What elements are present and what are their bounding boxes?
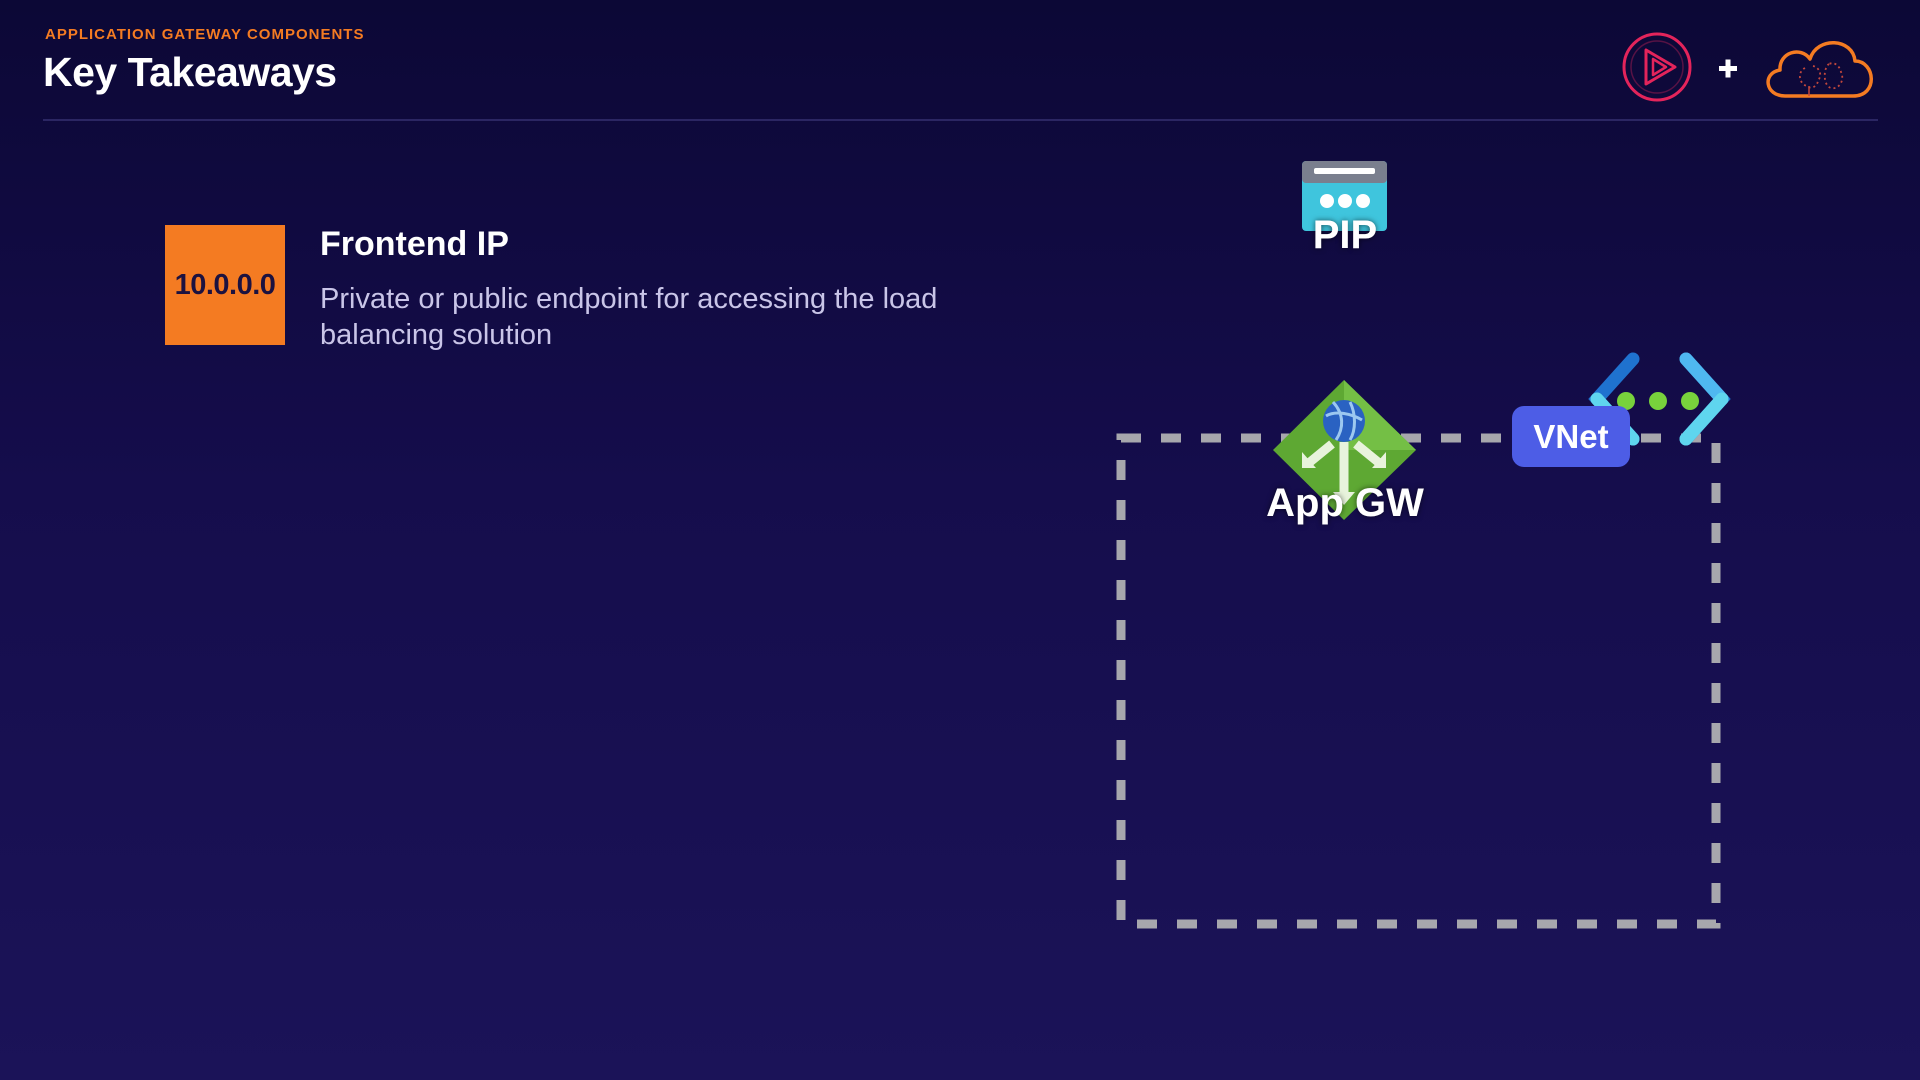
pip-label: PIP [1312, 213, 1378, 257]
public-ip-icon [1302, 161, 1387, 231]
header-divider [43, 119, 1878, 121]
vnet-boundary [1116, 433, 1721, 929]
frontend-ip-badge: 10.0.0.0 [165, 225, 285, 345]
eyebrow-label: APPLICATION GATEWAY COMPONENTS [45, 26, 365, 43]
plus-icon [1719, 59, 1737, 78]
page-title: Key Takeaways [43, 49, 337, 95]
application-gateway-icon [1273, 380, 1416, 520]
cloud-brain-icon [1766, 41, 1873, 98]
vnet-label: VNet [1512, 406, 1630, 467]
section-heading: Frontend IP [320, 225, 509, 263]
brand-logos [1622, 32, 1873, 102]
section-description: Private or public endpoint for accessing… [320, 283, 938, 351]
pluralsight-play-icon [1622, 32, 1692, 102]
app-gateway-label: App GW [1266, 481, 1424, 525]
